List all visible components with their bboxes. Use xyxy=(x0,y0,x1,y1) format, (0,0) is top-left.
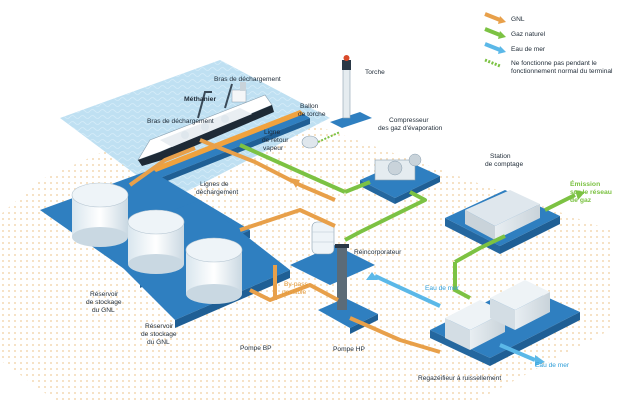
label-reservoir1-line1: Réservoir xyxy=(90,291,119,298)
gas-export-arrow xyxy=(575,190,585,200)
label-reservoir2-line2: de stockage xyxy=(141,331,177,338)
label-ligne-retour-line1: Ligne xyxy=(264,129,280,136)
unloading-arms xyxy=(197,83,233,119)
label-lignes-dech-line1: Lignes de xyxy=(200,181,229,188)
label-compresseur-line1: Compresseur xyxy=(389,117,429,124)
legend-note-line2: fonctionnement normal du terminal xyxy=(511,68,613,75)
jetty xyxy=(150,112,310,178)
legend xyxy=(484,12,506,68)
label-emission-line3: de gaz xyxy=(570,197,592,204)
label-regazeifieur: Regazéifieur à ruissellement xyxy=(418,375,501,382)
label-bypass-line1: By-pass xyxy=(284,281,309,288)
recondenser-hp-pump xyxy=(290,221,378,334)
label-bras-dechargement-top: Bras de déchargement xyxy=(214,76,281,83)
label-emission-line1: Émission xyxy=(570,179,600,188)
label-lignes-dech-line2: déchargement xyxy=(196,189,238,196)
label-eau-de-mer-out: Eau de mer xyxy=(535,362,570,369)
label-reservoir1-line2: de stockage xyxy=(86,299,122,306)
seawater-pipes xyxy=(374,274,536,362)
label-bypass-line2: possible xyxy=(282,289,307,296)
gas-pipes xyxy=(239,143,576,264)
storage-tanks xyxy=(40,170,290,328)
legend-eau-de-mer: Eau de mer xyxy=(511,46,546,53)
label-reservoir2-line1: Réservoir xyxy=(145,323,174,330)
legend-note-line1: Ne fonctionne pas pendant le xyxy=(511,60,597,67)
label-bras-dechargement-ship: Bras de déchargement xyxy=(147,118,214,125)
label-eau-de-mer-in: Eau de mer xyxy=(425,285,460,292)
seawater-out-arrow xyxy=(535,355,545,366)
label-ballon-line1: Ballon xyxy=(300,103,319,110)
label-compresseur-line2: des gaz d'évaporation xyxy=(378,125,443,132)
legend-gnl: GNL xyxy=(511,16,525,23)
label-methanier: Méthanier xyxy=(184,96,216,103)
label-reincorporateur: Réincorporateur xyxy=(354,249,402,256)
label-reservoir2-line3: du GNL xyxy=(147,339,170,346)
boil-off-compressor xyxy=(360,153,440,204)
label-pompe-hp: Pompe HP xyxy=(333,346,365,353)
label-ligne-retour-line2: de retour xyxy=(262,137,289,144)
label-torche: Torche xyxy=(365,69,385,76)
lng-carrier-ship xyxy=(137,82,274,166)
flare-drum xyxy=(301,131,341,149)
legend-gaz-naturel: Gaz naturel xyxy=(511,31,546,38)
label-ligne-retour-line3: vapeur xyxy=(263,145,284,152)
label-station-line2: de comptage xyxy=(485,161,523,168)
flare-stack xyxy=(330,55,372,128)
label-reservoir1-line3: du GNL xyxy=(92,307,115,314)
label-pompe-bp: Pompe BP xyxy=(240,345,272,352)
label-station-line1: Station xyxy=(490,153,511,160)
label-emission-line2: sur le réseau xyxy=(570,189,612,196)
metering-station xyxy=(445,190,560,254)
lng-pipes xyxy=(128,138,441,354)
label-ballon-line2: de torche xyxy=(298,111,326,118)
